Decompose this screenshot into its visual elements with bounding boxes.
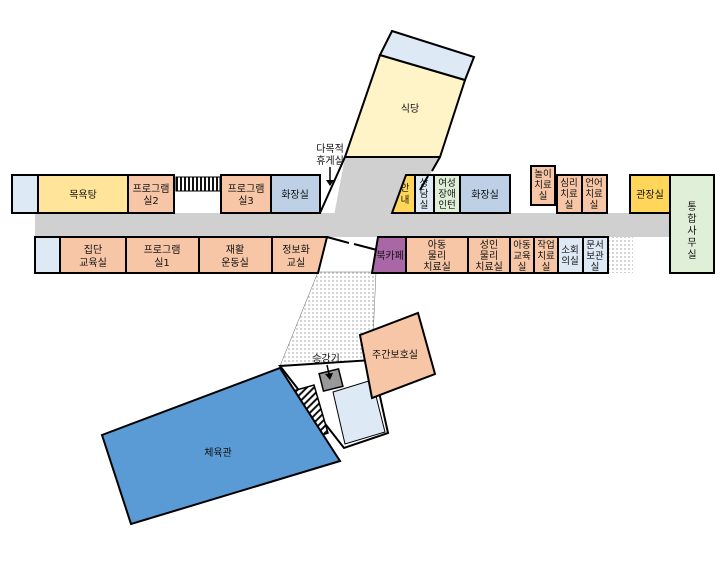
label-child-edu-2: 교육: [513, 251, 531, 262]
label-speech-2: 치료: [585, 188, 603, 200]
label-counsel-3: 실: [420, 200, 429, 211]
label-child-edu-3: 실: [518, 262, 527, 273]
label-occupational-3: 실: [542, 262, 551, 273]
label-adult-physio-2: 물리: [480, 250, 498, 262]
label-group-edu-2: 교육실: [79, 257, 107, 269]
cafeteria-annex: [378, 29, 476, 82]
room-archive: [582, 236, 609, 274]
label-occupational-1: 작업: [537, 239, 554, 251]
room-program2: [127, 174, 175, 214]
arrow-elevator-head: [325, 373, 333, 380]
label-psych-3: 실: [565, 200, 574, 211]
label-play-1: 놀이: [534, 169, 551, 180]
arrow-multipurpose-head: [326, 180, 334, 186]
label-occupational-2: 치료: [537, 250, 555, 262]
label-child-physio-3: 치료실: [423, 261, 451, 273]
label-day-care: 주간보호실: [372, 349, 418, 361]
label-info-2: 내: [401, 195, 410, 206]
label-office-3: 사: [687, 225, 696, 237]
label-program1-2: 실1: [154, 257, 170, 269]
label-speech-3: 실: [590, 200, 599, 211]
label-program3-1: 프로그램: [228, 183, 265, 195]
label-counsel-2: 담: [420, 188, 429, 200]
room-manager: [629, 174, 671, 214]
room-gymnasium: [100, 366, 342, 526]
label-group-edu-1: 집단: [84, 244, 102, 256]
room-info-classroom: [271, 236, 329, 274]
corridor-wall-dash-1: [326, 236, 350, 244]
room-child-edu: [509, 236, 535, 274]
label-program3-2: 실3: [238, 195, 254, 207]
corridor-dotted-patch: [608, 237, 633, 273]
label-counsel-1: 상: [420, 178, 429, 189]
label-play-3: 실: [539, 191, 548, 202]
corridor-wall-dash-3: [431, 156, 441, 172]
label-cafeteria: 식당: [401, 103, 419, 115]
label-small-meeting-2: 의실: [561, 256, 578, 267]
label-archive-1: 문서: [586, 240, 603, 251]
room-women-disabled-intern: [433, 174, 461, 214]
room-integrated-office: [669, 174, 715, 274]
label-restroom-a: 화장실: [281, 189, 309, 201]
room-restroom-b: [459, 174, 511, 214]
room-child-physio: [405, 236, 469, 274]
room-small-meeting: [557, 236, 584, 274]
label-adult-physio-3: 치료실: [475, 261, 503, 273]
label-archive-3: 실: [591, 262, 600, 273]
room-speech-therapy: [581, 174, 608, 214]
label-speech-1: 언어: [585, 177, 602, 189]
elevator-box: [318, 367, 344, 393]
label-women-1: 여성: [438, 177, 455, 189]
label-info-room-2: 교실: [287, 257, 305, 269]
label-bath: 목욕탕: [69, 189, 97, 201]
room-restroom-a: [270, 174, 321, 214]
label-women-2: 장애: [438, 189, 455, 200]
label-rehab-2: 운동실: [221, 257, 249, 269]
room-rehab-gym: [198, 236, 273, 274]
label-office-1: 통: [687, 201, 696, 213]
label-child-edu-1: 아동: [513, 240, 531, 251]
room-bath: [37, 174, 129, 214]
corridor-wall-dash-2: [353, 243, 378, 251]
stairs-top: [175, 176, 221, 192]
label-child-physio-1: 아동: [428, 239, 446, 251]
label-book-cafe: 북카페: [376, 250, 404, 262]
end-room-left-bottom: [34, 236, 61, 274]
connector-passage: [279, 271, 377, 367]
label-archive-2: 보관: [586, 251, 604, 262]
corridor-wall-left: [319, 156, 346, 214]
label-program1-1: 프로그램: [144, 244, 181, 256]
label-office-2: 합: [687, 213, 696, 225]
label-office-4: 무: [687, 238, 696, 249]
room-psych-therapy: [556, 174, 583, 214]
corridor-wall-dash-4: [419, 175, 429, 191]
label-child-physio-2: 물리: [428, 250, 446, 262]
label-psych-2: 치료: [560, 188, 578, 200]
room-day-care: [358, 311, 437, 400]
label-restroom-b: 화장실: [471, 189, 499, 201]
end-room-left-top: [11, 174, 39, 214]
label-multipurpose-2: 휴게실: [316, 155, 344, 167]
label-women-3: 인턴: [438, 200, 455, 211]
label-play-2: 치료: [534, 179, 552, 191]
label-manager: 관장실: [636, 189, 664, 201]
label-gymnasium: 체육관: [204, 447, 232, 459]
label-program2-2: 실2: [143, 195, 159, 207]
label-office-5: 실: [687, 249, 696, 261]
room-occupational: [533, 236, 559, 274]
label-small-meeting-1: 소회: [561, 245, 578, 256]
label-elevator: 승강기: [312, 353, 340, 365]
label-psych-1: 심리: [560, 178, 577, 189]
label-program2-1: 프로그램: [133, 183, 170, 195]
label-info-1: 안: [401, 183, 410, 194]
label-rehab-1: 재활: [226, 243, 244, 256]
room-play-therapy: [530, 165, 556, 206]
label-info-room-1: 정보화: [282, 244, 310, 256]
label-multipurpose-1: 다목적: [316, 143, 344, 155]
arrow-elevator-line: [326, 364, 330, 375]
label-adult-physio-1: 성인: [480, 239, 498, 251]
room-program1: [125, 236, 200, 274]
